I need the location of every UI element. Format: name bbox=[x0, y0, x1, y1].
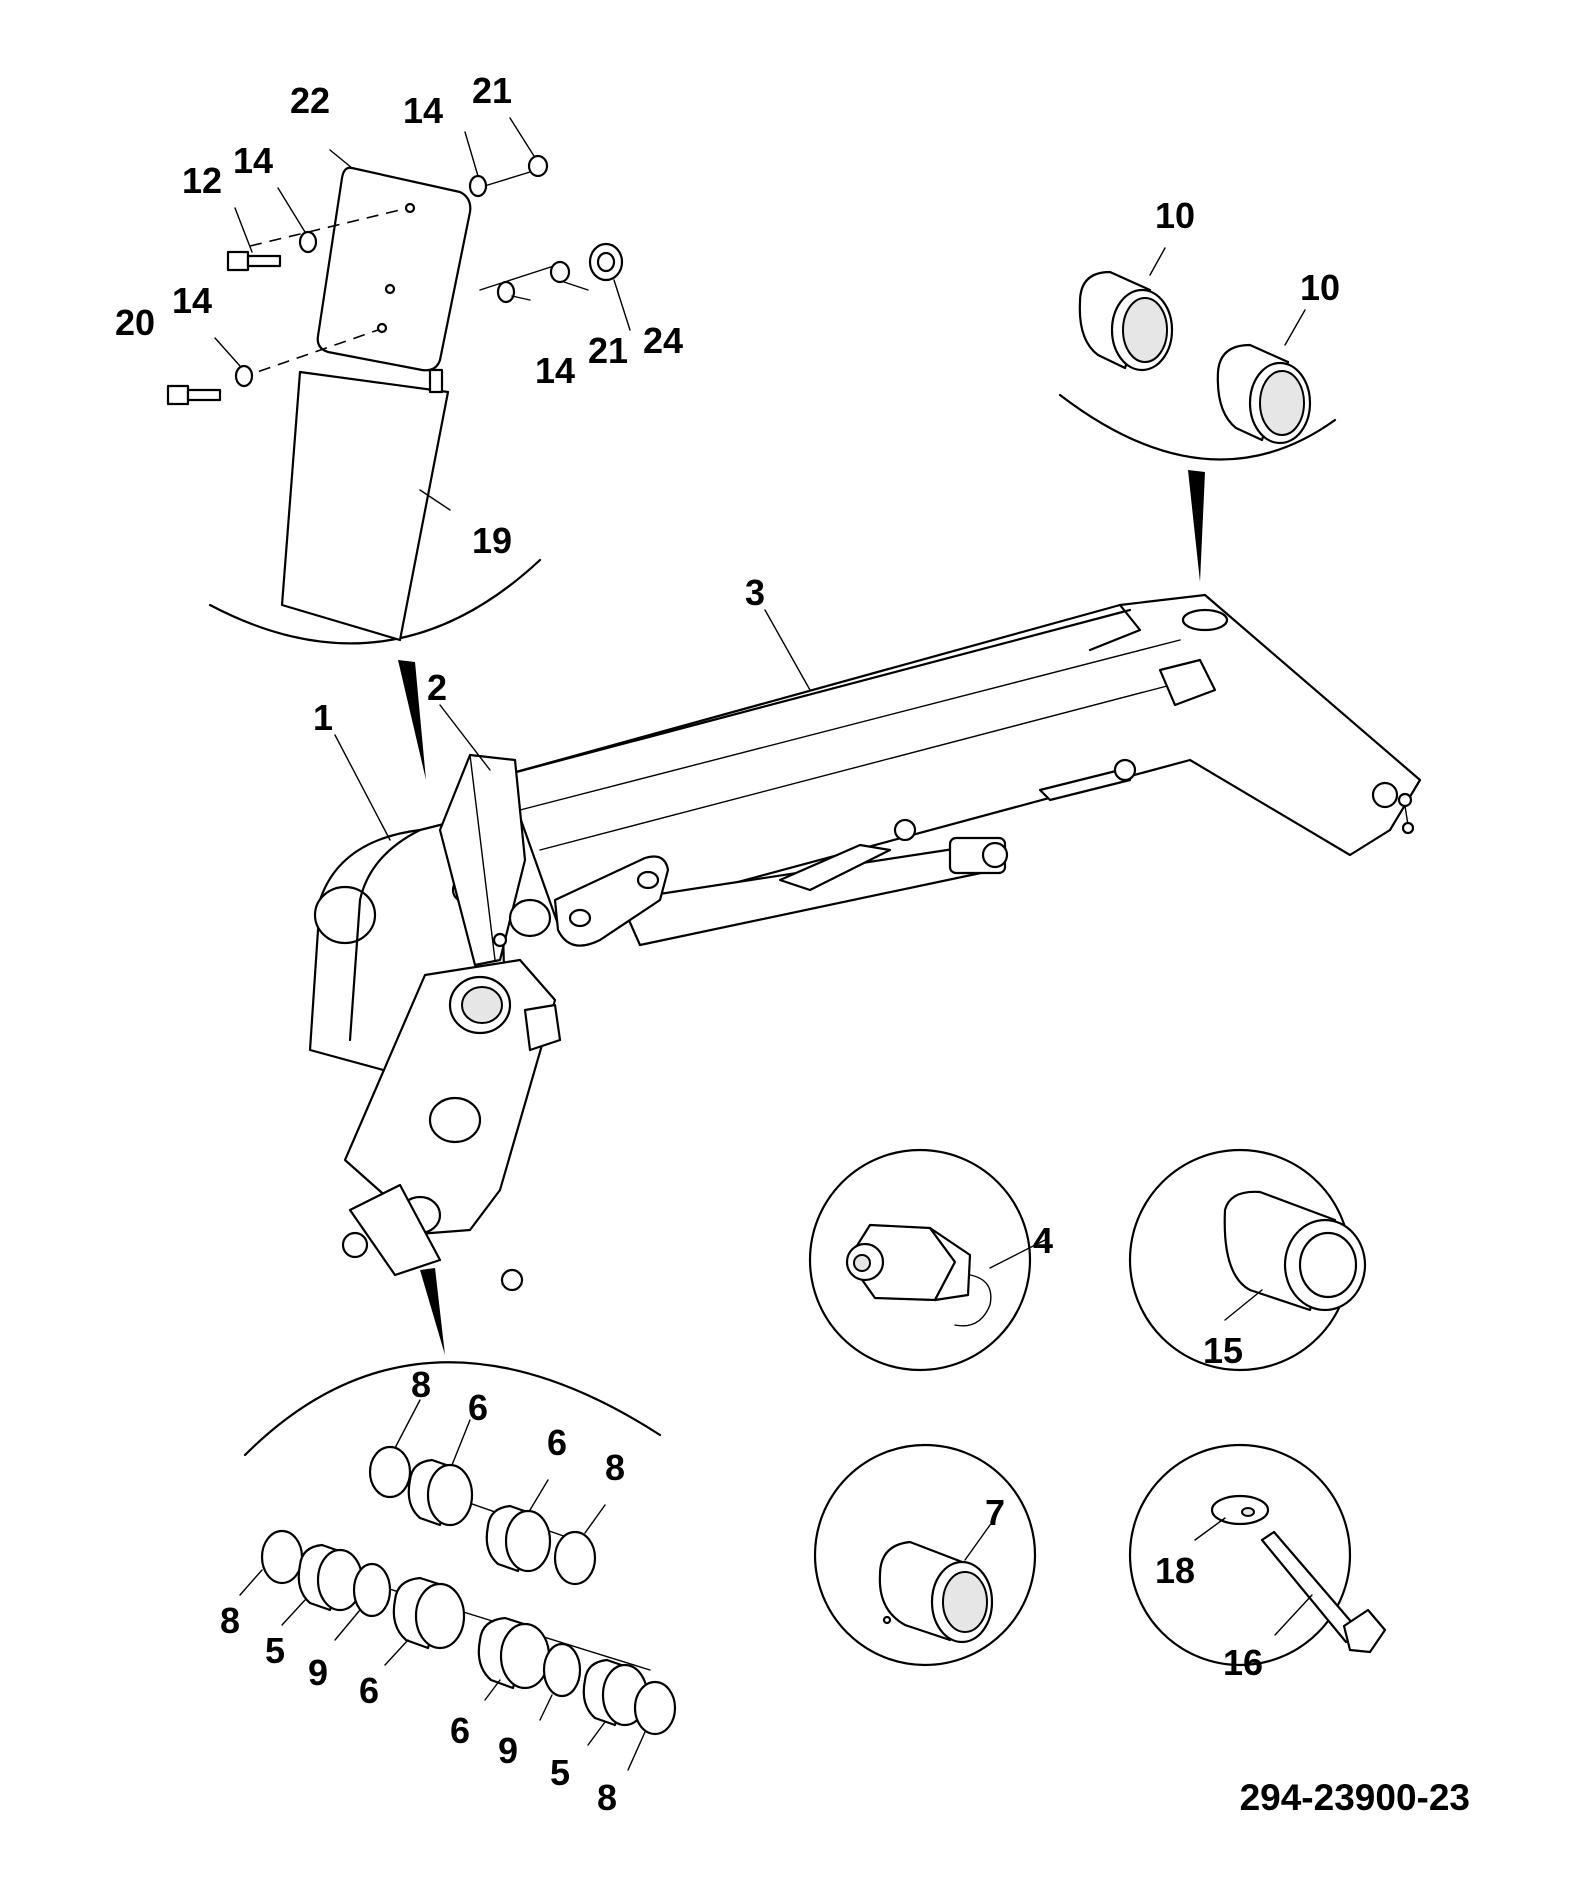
callout-21: 21 bbox=[588, 330, 628, 371]
detail-circle-7 bbox=[813, 1443, 1037, 1667]
callout-labels: 22 14 21 14 12 14 20 14 21 24 19 10 10 3… bbox=[115, 70, 1340, 1818]
callout-8: 8 bbox=[220, 1600, 240, 1641]
washer-14 bbox=[234, 364, 254, 388]
link-plate bbox=[553, 855, 670, 947]
seal-8 bbox=[633, 1680, 677, 1736]
callout-12: 12 bbox=[182, 160, 222, 201]
callout-21: 21 bbox=[472, 70, 512, 111]
bushing-6 bbox=[392, 1576, 466, 1650]
boom-assembly bbox=[308, 593, 1422, 1355]
jib-arm bbox=[341, 898, 562, 1292]
callout-9: 9 bbox=[308, 1652, 328, 1693]
panel-clip bbox=[428, 368, 444, 394]
callout-1: 1 bbox=[313, 697, 333, 738]
seal-8 bbox=[553, 1530, 597, 1586]
plate-hole bbox=[384, 283, 396, 295]
callout-14: 14 bbox=[535, 350, 575, 391]
drawing-number: 294-23900-23 bbox=[1240, 1777, 1470, 1818]
washer-14 bbox=[298, 230, 318, 254]
pointer-arrow bbox=[398, 660, 426, 780]
callout-2: 2 bbox=[427, 667, 447, 708]
bushing-5 bbox=[297, 1543, 364, 1612]
bushing-10-right bbox=[1216, 343, 1312, 445]
detail-circle-16-18 bbox=[1128, 1443, 1387, 1667]
bushing-6 bbox=[477, 1616, 551, 1690]
callout-24: 24 bbox=[643, 320, 683, 361]
callout-20: 20 bbox=[115, 302, 155, 343]
ring-9 bbox=[352, 1562, 392, 1618]
ring-9 bbox=[542, 1642, 582, 1698]
nut-21 bbox=[549, 260, 571, 284]
callout-5: 5 bbox=[265, 1630, 285, 1671]
seal-8 bbox=[368, 1445, 412, 1499]
callout-6: 6 bbox=[468, 1387, 488, 1428]
bushing-detail-bottom bbox=[239, 1361, 677, 1771]
callout-7: 7 bbox=[985, 1492, 1005, 1533]
panel-19 bbox=[280, 370, 450, 642]
callout-10: 10 bbox=[1300, 267, 1340, 308]
callout-9: 9 bbox=[498, 1730, 518, 1771]
boom-3 bbox=[503, 593, 1422, 932]
callout-14: 14 bbox=[403, 90, 443, 131]
lift-cylinder bbox=[618, 758, 1137, 947]
callout-19: 19 bbox=[472, 520, 512, 561]
callout-8: 8 bbox=[597, 1777, 617, 1818]
callout-6: 6 bbox=[547, 1422, 567, 1463]
panel-detail bbox=[166, 117, 631, 780]
bolt-12 bbox=[226, 250, 282, 272]
bushing-10-left bbox=[1078, 270, 1174, 372]
bushing-6 bbox=[485, 1504, 552, 1573]
callout-8: 8 bbox=[411, 1364, 431, 1405]
callout-8: 8 bbox=[605, 1447, 625, 1488]
bushing-7 bbox=[878, 1540, 994, 1644]
callout-14: 14 bbox=[233, 140, 273, 181]
plate-hole bbox=[404, 202, 416, 214]
callout-5: 5 bbox=[550, 1752, 570, 1793]
pointer-arrow bbox=[420, 1268, 445, 1355]
detail-circle-15 bbox=[1128, 1148, 1367, 1372]
callout-10: 10 bbox=[1155, 195, 1195, 236]
bolt-20 bbox=[166, 384, 222, 406]
callout-15: 15 bbox=[1203, 1330, 1243, 1371]
detail-circle-4 bbox=[808, 1148, 1046, 1372]
callout-3: 3 bbox=[745, 572, 765, 613]
callout-6: 6 bbox=[359, 1670, 379, 1711]
callout-18: 18 bbox=[1155, 1550, 1195, 1591]
plate-22 bbox=[316, 166, 472, 372]
plate-hole bbox=[376, 322, 388, 334]
washer-18 bbox=[1210, 1494, 1270, 1526]
bushing-detail-10 bbox=[1058, 247, 1337, 582]
detail-arc-bottom-left bbox=[243, 1361, 662, 1457]
detail-arc-top-right bbox=[1058, 393, 1337, 461]
bushing-6 bbox=[407, 1458, 474, 1527]
seal-8 bbox=[260, 1529, 304, 1585]
callout-6: 6 bbox=[450, 1710, 470, 1751]
pointer-arrow bbox=[1188, 470, 1205, 582]
callout-22: 22 bbox=[290, 80, 330, 121]
detail-arc-top-left bbox=[208, 558, 542, 645]
nut-21 bbox=[527, 154, 549, 178]
washer-14 bbox=[496, 280, 516, 304]
washer-14 bbox=[468, 174, 488, 198]
callout-16: 16 bbox=[1223, 1642, 1263, 1683]
callout-4: 4 bbox=[1033, 1220, 1053, 1261]
callout-14: 14 bbox=[172, 280, 212, 321]
bracket-2 bbox=[438, 753, 527, 967]
